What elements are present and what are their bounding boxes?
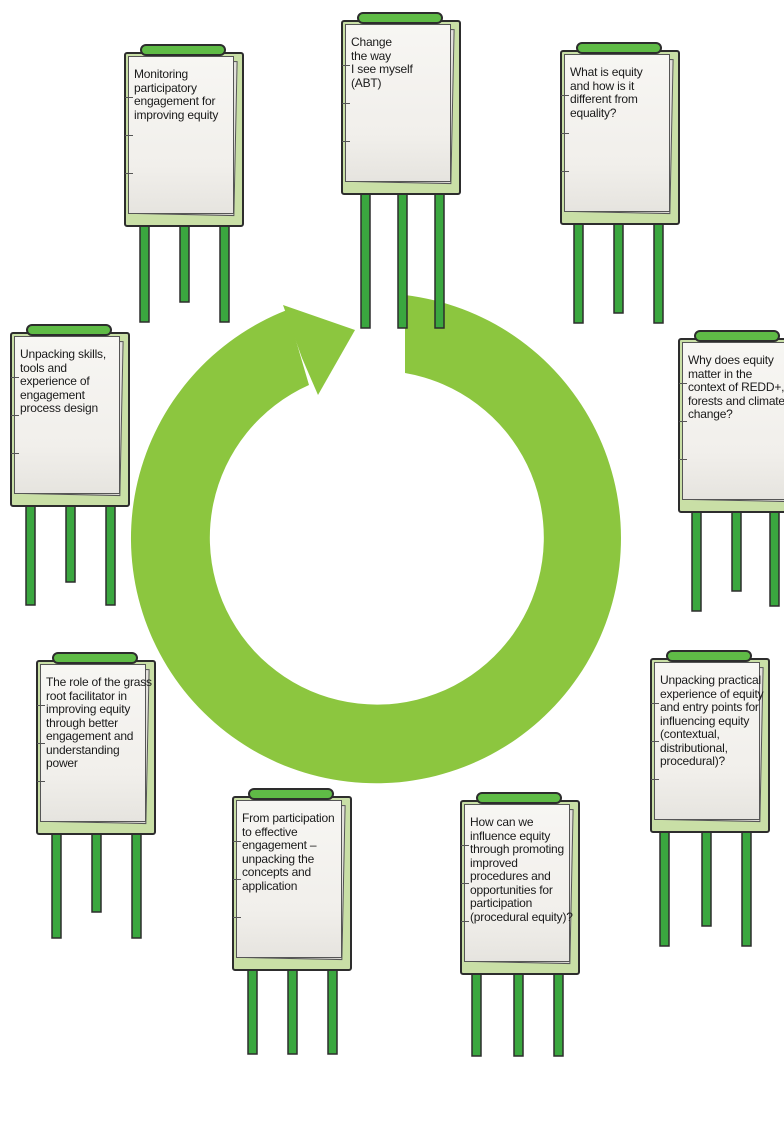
- flipchart-text: How can we influence equity through prom…: [470, 815, 573, 924]
- flipchart-monitoring-engagement: Monitoring participatory engagement for …: [120, 42, 250, 382]
- paper-sheet: [342, 24, 451, 182]
- flipchart-text: What is equity and how is it different f…: [570, 65, 643, 120]
- easel-clip: [576, 42, 662, 54]
- paper-sheet: [233, 800, 342, 958]
- paper-sheet: [679, 342, 784, 500]
- flipchart-change-way: Change the way I see myself (ABT): [337, 10, 467, 350]
- easel-clip: [666, 650, 752, 662]
- flipchart-what-is-equity: What is equity and how is it different f…: [556, 40, 686, 380]
- flipchart-cycle-diagram: Change the way I see myself (ABT) What i…: [6, 10, 784, 1057]
- easel-clip: [248, 788, 334, 800]
- paper-sheet: [461, 804, 570, 962]
- flipchart-text: Why does equity matter in the context of…: [688, 353, 784, 421]
- paper-sheet: [561, 54, 670, 212]
- flipchart-influence-equity: How can we influence equity through prom…: [456, 790, 586, 1130]
- flipchart-grass-root-facilitator: The role of the grass root facilitator i…: [32, 650, 162, 990]
- flipchart-engagement-process-design: Unpacking skills, tools and experience o…: [6, 322, 136, 662]
- cycle-arrow-head: [283, 305, 355, 395]
- flipchart-text: Monitoring participatory engagement for …: [134, 67, 219, 122]
- flipchart-text: Change the way I see myself (ABT): [351, 35, 413, 90]
- paper-sheet: [125, 56, 234, 214]
- flipchart-text: From participation to effective engageme…: [242, 811, 335, 893]
- easel-clip: [26, 324, 112, 336]
- easel-clip: [52, 652, 138, 664]
- easel-clip: [694, 330, 780, 342]
- flipchart-practical-experience: Unpacking practical experience of equity…: [646, 648, 776, 988]
- flipchart-participation-engagement: From participation to effective engageme…: [228, 786, 358, 1126]
- paper-sheet: [37, 664, 146, 822]
- flipchart-why-equity-matters: Why does equity matter in the context of…: [674, 328, 784, 668]
- flipchart-text: The role of the grass root facilitator i…: [46, 675, 152, 770]
- paper-sheet: [11, 336, 120, 494]
- cycle-arrow-ring: [130, 295, 621, 784]
- easel-clip: [476, 792, 562, 804]
- paper-sheet: [651, 662, 760, 820]
- easel-clip: [357, 12, 443, 24]
- easel-clip: [140, 44, 226, 56]
- flipchart-text: Unpacking skills, tools and experience o…: [20, 347, 106, 415]
- flipchart-text: Unpacking practical experience of equity…: [660, 673, 764, 768]
- cycle-arrow: [130, 295, 621, 784]
